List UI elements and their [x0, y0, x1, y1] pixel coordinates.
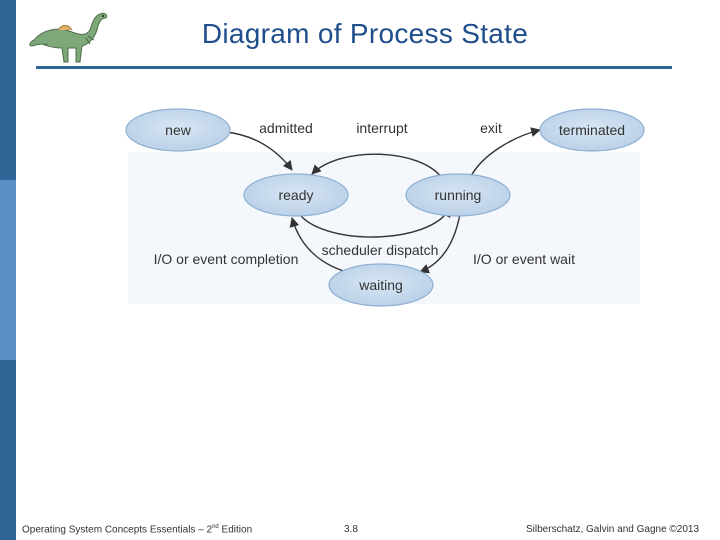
- footer-book-title: Operating System Concepts Essentials – 2…: [22, 524, 252, 535]
- edge-label-interrupt: interrupt: [356, 120, 407, 136]
- sidebar-segment: [0, 360, 18, 540]
- node-running: running: [405, 173, 511, 217]
- node-new-label: new: [165, 122, 192, 138]
- footer-book-title-suffix: Edition: [218, 524, 253, 536]
- edge-label-io-event-wait: I/O or event wait: [473, 251, 575, 267]
- slide-title: Diagram of Process State: [201, 18, 529, 49]
- node-new: new: [125, 108, 231, 152]
- footer-copyright: Silberschatz, Galvin and Gagne ©2013: [526, 524, 700, 535]
- sidebar-divider: [16, 0, 18, 540]
- node-terminated: terminated: [539, 108, 645, 152]
- node-waiting-label: waiting: [358, 277, 403, 293]
- node-terminated-label: terminated: [559, 122, 625, 138]
- node-running-label: running: [435, 187, 482, 203]
- node-ready-label: ready: [278, 187, 313, 203]
- edge-io-event-wait: [419, 213, 461, 274]
- edge-label-exit: exit: [480, 120, 502, 136]
- node-waiting: waiting: [328, 263, 434, 307]
- footer-book-title-prefix: Operating System Concepts Essentials – 2: [22, 524, 213, 536]
- footer-book-title-ordinal: nd: [212, 524, 219, 530]
- sidebar-segment: [0, 0, 18, 180]
- edge-interrupt: [311, 153, 443, 179]
- process-state-diagram: new ready running waiting terminated adm…: [125, 108, 645, 307]
- edge-label-io-event-completion: I/O or event completion: [154, 251, 299, 267]
- sidebar-bar: [0, 0, 18, 540]
- edge-label-scheduler-dispatch: scheduler dispatch: [322, 242, 439, 258]
- edge-admitted: [225, 131, 293, 171]
- title-divider: [36, 66, 672, 69]
- footer-slide-number: 3.8: [344, 524, 358, 535]
- edge-scheduler-dispatch: [297, 207, 451, 238]
- edge-exit: [469, 127, 541, 179]
- dinosaur-logo-icon: [29, 12, 108, 63]
- edge-label-admitted: admitted: [259, 120, 313, 136]
- sidebar-segment: [0, 180, 18, 360]
- node-ready: ready: [243, 173, 349, 217]
